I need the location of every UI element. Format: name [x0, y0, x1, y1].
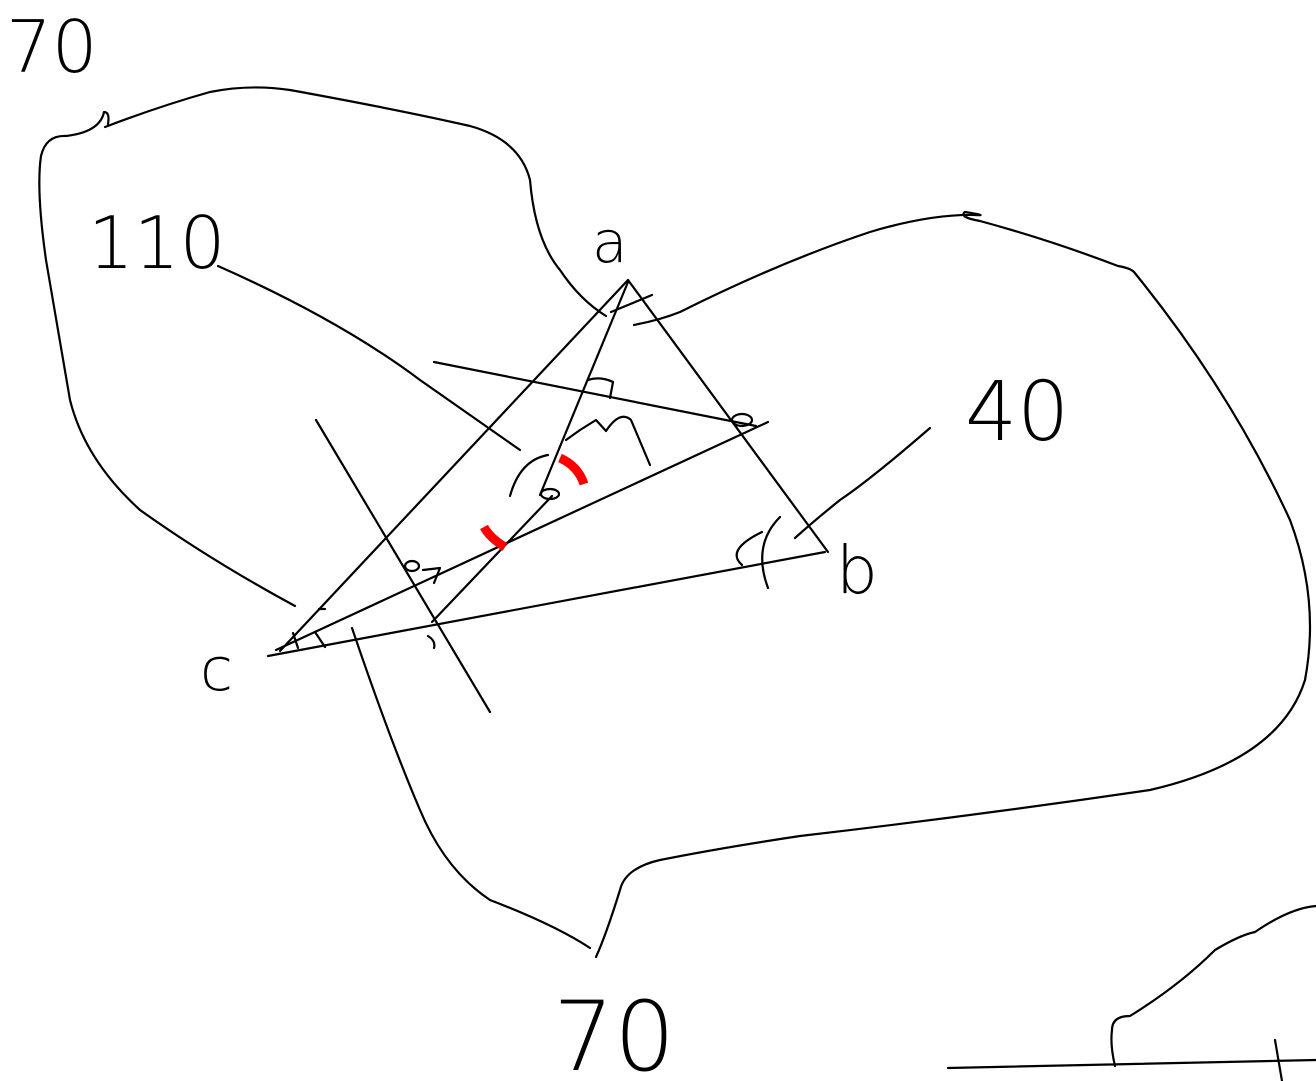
wiggle-mark	[564, 415, 652, 467]
red-angle-mark-lower	[480, 524, 508, 551]
side-ca	[278, 278, 630, 653]
point-left	[403, 559, 421, 573]
angle-arcs	[508, 453, 782, 590]
right-angle-mark-top	[586, 377, 615, 400]
curve-c-to-70-bottom	[350, 626, 592, 950]
cevian-c-through-inner	[274, 420, 770, 652]
angle-label-left: 110	[88, 201, 225, 285]
small-marks	[291, 377, 652, 650]
point-inner	[539, 487, 561, 501]
angle-label-right: 40	[965, 365, 1069, 460]
angle-label-top-left: 70	[6, 5, 98, 89]
partial-sketch-bottom-right	[946, 904, 1316, 1081]
angle-label-bottom: 70	[553, 981, 675, 1081]
red-angle-mark-upper	[558, 453, 589, 486]
angle-arc-inner	[508, 453, 550, 498]
angle-arc-b-2	[761, 515, 782, 590]
segment-inner-to-cb	[430, 494, 554, 624]
construction-lines	[274, 280, 770, 714]
vertex-label-c: c	[200, 635, 233, 705]
tick-mark-ca	[609, 293, 654, 314]
side-cb	[266, 550, 827, 658]
angle-arc-b-1	[735, 530, 764, 567]
cevian-a-to-inner	[538, 280, 630, 497]
vertex-label-b: b	[836, 532, 878, 609]
tick-mark-c-2	[291, 631, 300, 650]
curve-40-to-b	[793, 426, 932, 540]
point-ab	[730, 412, 754, 428]
side-ab	[626, 278, 830, 554]
curve-110-to-angle	[216, 264, 522, 452]
vertex-label-a: a	[592, 208, 628, 276]
perpendicular-bisector-left	[314, 418, 492, 714]
red-angle-marks	[480, 453, 589, 551]
tick-mark-c-1	[313, 630, 327, 649]
curve-70-top-to-a	[38, 86, 608, 608]
perpendicular-bisector-top	[432, 360, 758, 428]
triangle-abc	[266, 278, 830, 658]
curve-a-to-70-bottom	[594, 210, 1312, 959]
right-angle-mark-left	[421, 566, 442, 585]
tick-mark-bottom	[426, 634, 436, 650]
point-marks	[403, 412, 754, 573]
